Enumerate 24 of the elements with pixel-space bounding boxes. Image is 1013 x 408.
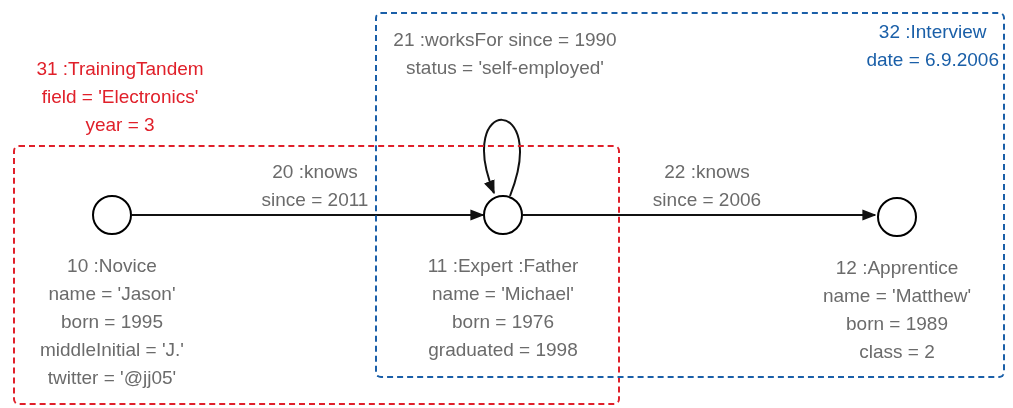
property-text: graduated = 1998	[428, 338, 578, 362]
property-text: born = 1995	[61, 310, 163, 334]
property-text: name = 'Jason'	[48, 282, 176, 306]
property-text: born = 1989	[846, 312, 948, 336]
arrow	[522, 209, 877, 221]
property-text: year = 3	[85, 113, 155, 137]
node-type-label: 10 :Novice	[67, 254, 157, 278]
property-text: born = 1976	[452, 310, 554, 334]
property-text: twitter = '@jj05'	[47, 366, 177, 390]
arrow	[483, 118, 521, 197]
property-text: name = 'Matthew'	[822, 284, 972, 308]
arrow	[131, 209, 485, 221]
property-text: class = 2	[859, 340, 935, 364]
node-type-label: 11 :Expert :Father	[427, 254, 579, 278]
property-text: field = 'Electronics'	[41, 85, 199, 109]
edge-label: 20 :knows since = 2011	[260, 160, 370, 212]
node-type-label: 12 :Apprentice	[835, 256, 959, 280]
group-heading: 31 :TrainingTandem	[36, 57, 204, 81]
edge-label: 22 :knows since = 2006	[651, 160, 763, 212]
property-text: middleInitial = 'J.'	[40, 338, 184, 362]
property-text: date = 6.9.2006	[866, 48, 999, 72]
property-text: name = 'Michael'	[432, 282, 574, 306]
edge-label: 21 :worksFor since = 1990 status = 'self-employed'	[392, 28, 618, 80]
group-heading: 32 :Interview	[878, 20, 987, 44]
